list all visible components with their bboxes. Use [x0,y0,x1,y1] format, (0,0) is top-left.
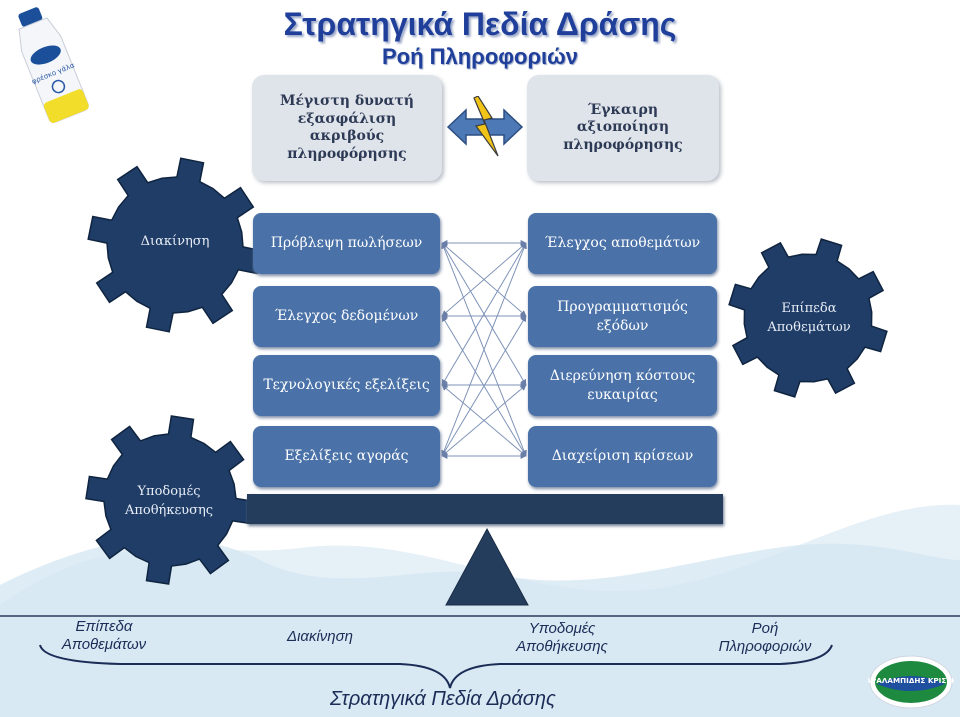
left-box-1: Πρόβλεψη πωλήσεων [253,213,440,274]
left-box-3: Τεχνολογικές εξελίξεις [253,355,440,416]
gear-label-right: Επίπεδα Αποθεμάτων [767,300,851,336]
page-title: Στρατηγικά Πεδία Δράσης [283,6,677,42]
gear-label-top-left: Διακίνηση [140,234,210,250]
left-box-3-text: Τεχνολογικές εξελίξεις [263,377,430,394]
top-box-right: Έγκαιρη αξιοποίηση πληροφόρησης [527,75,719,181]
left-box-4-text: Εξελίξεις αγοράς [284,448,409,465]
balance-beam [247,494,723,524]
gear-bottom-left [85,415,255,585]
bottom-label: Στρατηγικά Πεδία Δράσης [330,688,556,710]
left-box-2-text: Έλεγχος δεδομένων [274,308,419,325]
right-box-4-text: Διαχείριση κρίσεων [551,448,694,465]
gear-right [728,238,888,398]
connection-arrow [441,384,527,457]
right-box-3-text: Διερεύνηση κόστους ευκαιρίας [549,368,696,403]
milk-bottle-image: φρέσκο γάλα [18,7,89,123]
left-box-4: Εξελίξεις αγοράς [253,426,440,487]
base-label-2: Διακίνηση [287,628,353,645]
top-box-left-text: Μέγιστη δυνατή εξασφάλιση ακριβούς πληρο… [280,93,414,162]
right-box-2-text: Προγραμματισμός εξόδων [557,299,688,334]
top-box-right-text: Έγκαιρη αξιοποίηση πληροφόρησης [563,101,683,153]
right-box-3: Διερεύνηση κόστους ευκαιρίας [528,355,717,416]
right-box-2: Προγραμματισμός εξόδων [528,286,717,347]
base-label-1: Επίπεδα Αποθεμάτων [61,618,147,653]
gear-top-left [87,157,263,333]
gear-label-bottom-left: Υποδομές Αποθήκευσης [124,483,214,519]
left-box-1-text: Πρόβλεψη πωλήσεων [270,235,423,252]
logo-text: ΧΑΡΑΛΑΜΠΙΔΗΣ ΚΡΙΣΤΗΣ [868,676,954,685]
right-box-1: Έλεγχος αποθεμάτων [528,213,717,274]
right-box-1-text: Έλεγχος αποθεμάτων [544,235,701,252]
company-logo: ΧΑΡΑΛΑΜΠΙΔΗΣ ΚΡΙΣΤΗΣ [868,655,954,709]
page-subtitle: Ροή Πληροφοριών [382,44,578,69]
fulcrum-triangle [445,527,529,606]
top-box-left: Μέγιστη δυνατή εξασφάλιση ακριβούς πληρο… [252,75,442,181]
base-label-3: Υποδομές Αποθήκευσης [516,620,608,655]
right-box-4: Διαχείριση κρίσεων [528,426,717,487]
conflict-double-arrow-icon [446,96,524,157]
left-box-2: Έλεγχος δεδομένων [253,286,440,347]
base-label-4: Ροή Πληροφοριών [718,620,812,655]
